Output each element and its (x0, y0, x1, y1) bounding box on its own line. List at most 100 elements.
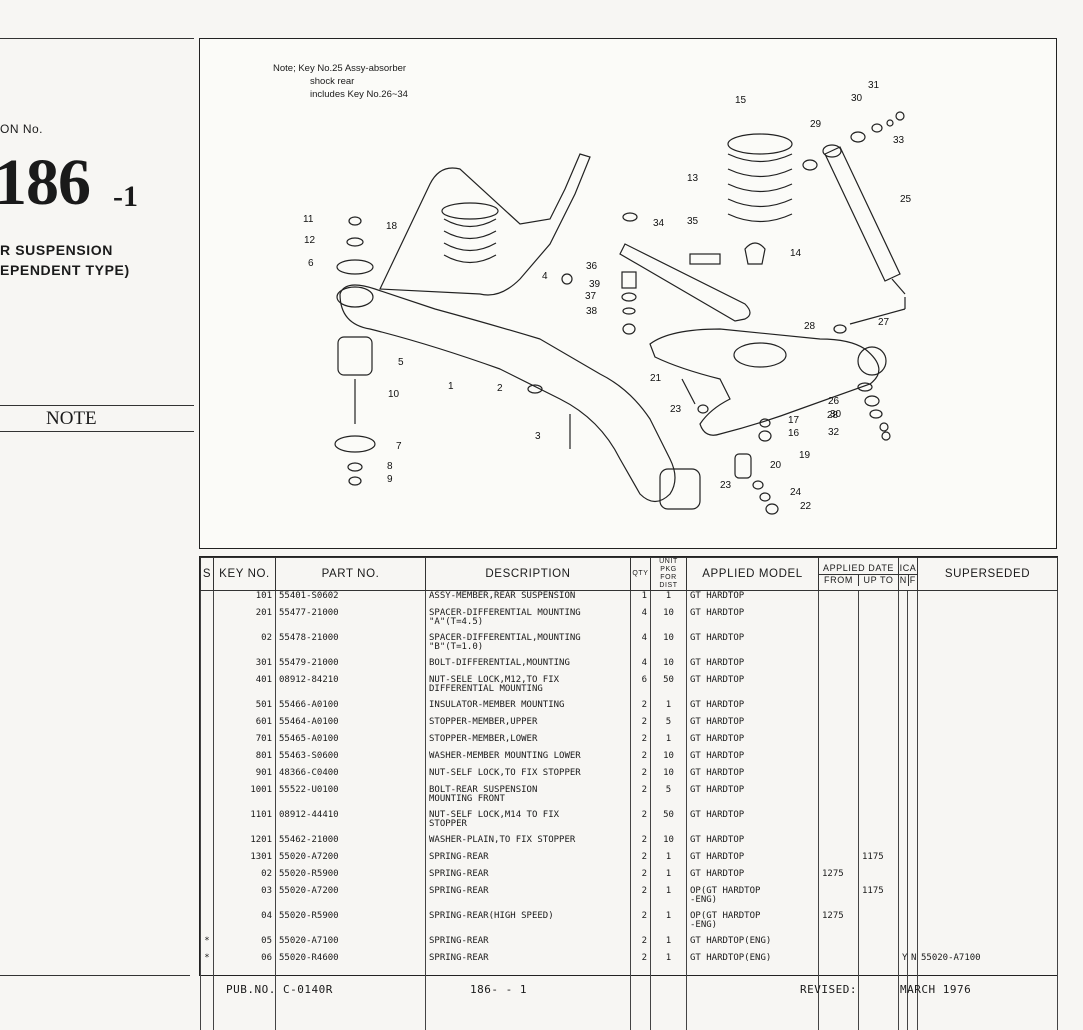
cell-part: 55401-S0602 (275, 590, 426, 608)
cell-f (907, 716, 918, 734)
filler-cell (213, 969, 276, 1030)
cell-sup (917, 935, 1058, 953)
cell-n (898, 885, 908, 911)
cell-f (907, 935, 918, 953)
cell-n (898, 809, 908, 835)
cell-desc: ASSY-MEMBER,REAR SUSPENSION (425, 590, 631, 608)
parts-table-container: S KEY NO. PART NO. DESCRIPTION QTY UNIT … (199, 556, 1058, 1030)
crossmember-mount-left (336, 286, 374, 308)
cell-sup (917, 834, 1058, 852)
part-31 (871, 123, 883, 133)
cell-part: 55020-A7100 (275, 935, 426, 953)
filler-cell (858, 969, 899, 1030)
cell-model: GT HARDTOP (686, 767, 819, 785)
cell-n (898, 699, 908, 717)
callout-label: 14 (790, 248, 802, 259)
title-line-2: EPENDENT TYPE) (0, 262, 130, 278)
cell-f (907, 851, 918, 869)
cell-upto (858, 657, 899, 675)
callout-label: 39 (589, 279, 601, 290)
col-key: KEY NO. (213, 557, 276, 591)
section-label: ON No. (0, 122, 44, 136)
title-line-1: R SUSPENSION (0, 242, 113, 258)
nut-22 (765, 503, 779, 515)
cell-f (907, 657, 918, 675)
cell-desc: NUT-SELF LOCK,M14 TO FIX STOPPER (425, 809, 631, 835)
cell-unit: 1 (650, 733, 687, 751)
cell-part: 55020-R4600 (275, 952, 426, 970)
cell-sup (917, 733, 1058, 751)
cell-from (818, 809, 859, 835)
bolt-21 (681, 378, 696, 405)
callout-label: 26 (828, 396, 840, 407)
col-qty: QTY (630, 557, 651, 591)
cell-n: Y (898, 952, 908, 970)
part-28a (833, 324, 847, 334)
cell-qty: 2 (630, 885, 651, 911)
cell-model: GT HARDTOP (686, 716, 819, 734)
cell-upto (858, 632, 899, 658)
nut-9 (348, 476, 362, 486)
cell-n (898, 935, 908, 953)
cell-sup (917, 607, 1058, 633)
callout-label: 3 (535, 431, 541, 442)
cell-unit: 10 (650, 632, 687, 658)
cell-upto (858, 809, 899, 835)
col-model: APPLIED MODEL (686, 557, 819, 591)
washer-24 (759, 492, 771, 502)
bump-stop-14 (744, 242, 766, 265)
cell-f (907, 699, 918, 717)
washer-12 (346, 237, 364, 247)
part-34 (886, 119, 894, 127)
revised-label: REVISED: (800, 983, 857, 996)
cell-n (898, 632, 908, 658)
callout-label: 20 (770, 460, 782, 471)
cell-sup (917, 750, 1058, 768)
bracket-36 (689, 253, 721, 265)
shock-top-eye (822, 144, 842, 158)
col-f: F (909, 574, 916, 585)
cell-desc: SPRING-REAR (425, 868, 631, 886)
cell-from (818, 607, 859, 633)
cell-unit: 10 (650, 750, 687, 768)
cell-from (818, 851, 859, 869)
cell-model: GT HARDTOP(ENG) (686, 952, 819, 970)
cell-desc: STOPPER-MEMBER,UPPER (425, 716, 631, 734)
cell-from: 1275 (818, 868, 859, 886)
cell-desc: INSULATOR-MEMBER MOUNTING (425, 699, 631, 717)
cell-upto (858, 750, 899, 768)
spring-top-seat (441, 202, 499, 220)
cell-from (818, 935, 859, 953)
cell-desc: WASHER-PLAIN,TO FIX STOPPER (425, 834, 631, 852)
shock-link-line (849, 308, 906, 325)
part-26 (864, 395, 880, 407)
cell-unit: 1 (650, 885, 687, 911)
col-date: APPLIED DATE FROM UP TO (818, 557, 899, 591)
cell-part: 55465-A0100 (275, 733, 426, 751)
cell-from (818, 632, 859, 658)
cell-unit: 10 (650, 607, 687, 633)
col-desc: DESCRIPTION (425, 557, 631, 591)
col-ica: ICA N F (898, 557, 918, 591)
cell-part: 55464-A0100 (275, 716, 426, 734)
cell-sup (917, 767, 1058, 785)
cell-unit: 1 (650, 868, 687, 886)
cell-f (907, 632, 918, 658)
rear-arm-hole (733, 342, 787, 368)
cell-n (898, 607, 908, 633)
cell-f (907, 910, 918, 936)
cell-qty: 2 (630, 767, 651, 785)
cell-s (200, 767, 214, 785)
callout-label: 30 (851, 93, 863, 104)
cell-upto (858, 699, 899, 717)
cell-unit: 1 (650, 590, 687, 608)
callout-label: 25 (900, 194, 912, 205)
cell-part: 55466-A0100 (275, 699, 426, 717)
cell-n (898, 750, 908, 768)
